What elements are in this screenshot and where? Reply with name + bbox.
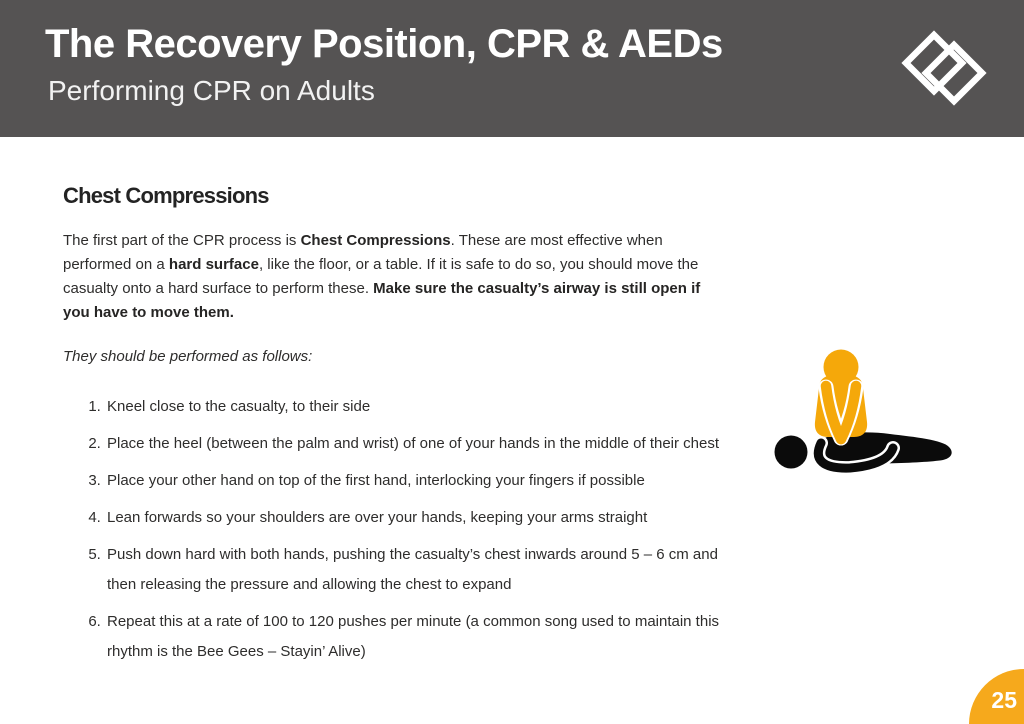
list-intro-text: They should be performed as follows: — [63, 348, 313, 365]
section-heading: Chest Compressions — [63, 183, 269, 208]
paragraph-segment: . These are most effective when performe… — [63, 232, 663, 273]
page-number-badge: 25 — [969, 669, 1024, 724]
header-band: The Recovery Position, CPR & AEDs Perfor… — [0, 0, 1024, 137]
logo-diamond-right — [921, 40, 987, 106]
paragraph-bold-segment: Chest Compressions — [300, 232, 451, 249]
list-item: Lean forwards so your shoulders are over… — [105, 503, 723, 533]
cpr-compressions-illustration — [774, 349, 952, 476]
paragraph-segment: The first part of the CPR process is — [63, 232, 301, 249]
page-number: 25 — [991, 687, 1017, 713]
paragraph-segment: , like the floor, or a table. If it is s… — [63, 256, 699, 297]
content-area: Chest Compressions The first part of the… — [63, 183, 723, 674]
logo-diamond-left — [901, 30, 967, 96]
casualty-arm-shape — [813, 438, 898, 473]
interlocking-diamonds-logo-icon — [901, 30, 987, 106]
list-item: Repeat this at a rate of 100 to 120 push… — [105, 607, 723, 667]
paragraph-bold-segment: hard surface — [168, 256, 259, 273]
casualty-head-shape — [774, 435, 808, 469]
list-item: Push down hard with both hands, pushing … — [105, 540, 723, 600]
rescuer-head-shape — [823, 349, 859, 385]
paragraph-bold-segment: Make sure the casualty’s airway is still… — [63, 280, 701, 321]
list-item: Place the heel (between the palm and wri… — [105, 429, 723, 459]
intro-paragraph: The first part of the CPR process is Che… — [63, 229, 723, 325]
list-item: Place your other hand on top of the firs… — [105, 466, 723, 496]
cpr-steps-list: Kneel close to the casualty, to their si… — [105, 392, 723, 667]
list-item: Kneel close to the casualty, to their si… — [105, 392, 723, 422]
rescuer-arm-right — [835, 380, 862, 445]
page-title: The Recovery Position, CPR & AEDs — [45, 22, 723, 66]
page-subtitle: Performing CPR on Adults — [48, 75, 375, 106]
